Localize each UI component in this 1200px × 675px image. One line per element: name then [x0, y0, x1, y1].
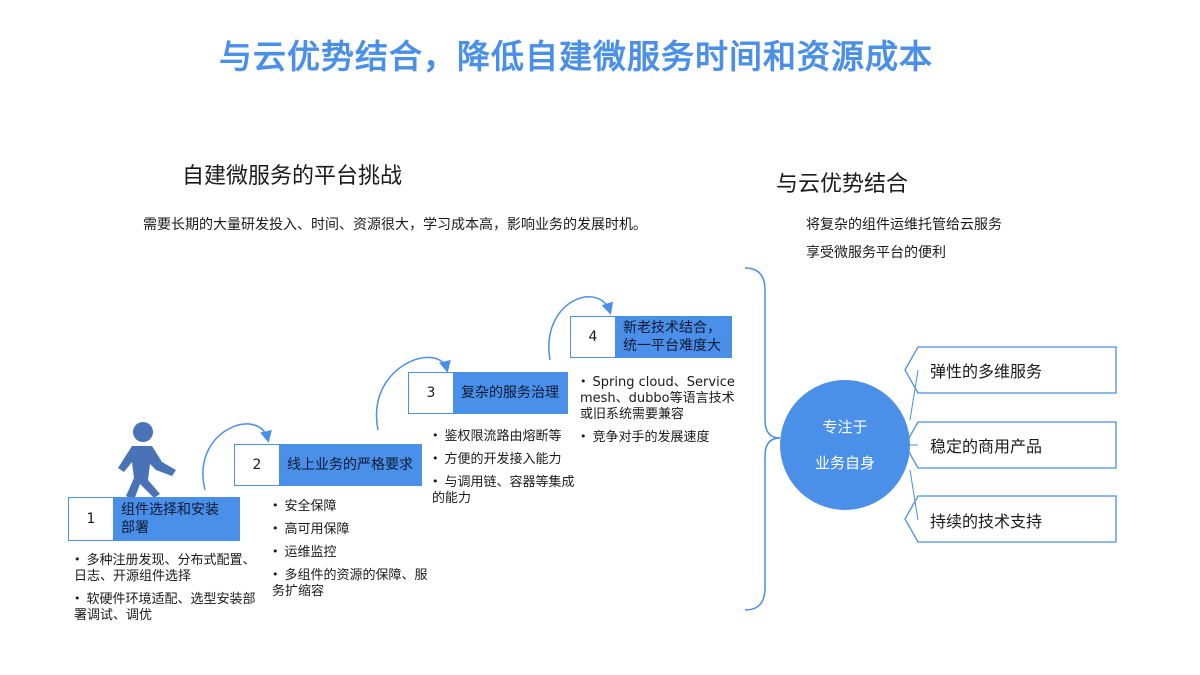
step-1: 1 组件选择和安装部署 — [68, 497, 240, 541]
focus-circle: 专注于 业务自身 — [780, 380, 910, 510]
tag-label-1: 弹性的多维服务 — [930, 362, 1043, 381]
bullet-item: 与调用链、容器等集成的能力 — [432, 474, 582, 507]
step-2: 2 线上业务的严格要求 — [234, 444, 422, 486]
step-arc-3 — [548, 296, 614, 361]
left-heading: 自建微服务的平台挑战 — [182, 164, 403, 189]
step-1-bullets: 多种注册发现、分布式配置、日志、开源组件选择 软硬件环境适配、选型安装部署调试、… — [74, 552, 264, 630]
step-label: 线上业务的严格要求 — [279, 445, 421, 485]
brace — [744, 267, 781, 611]
circle-line-1: 专注于 — [822, 418, 868, 436]
bullet-item: 运维监控 — [272, 544, 432, 561]
tag-outline-3 — [904, 495, 1117, 543]
step-label: 组件选择和安装部署 — [113, 498, 239, 540]
tag-label-2: 稳定的商用产品 — [930, 437, 1043, 456]
left-description: 需要长期的大量研发投入、时间、资源很大，学习成本高，影响业务的发展时机。 — [143, 217, 647, 233]
walking-person-icon — [118, 422, 176, 500]
step-number: 4 — [588, 329, 598, 345]
bullet-item: 鉴权限流路由熔断等 — [432, 428, 582, 445]
step-number: 2 — [252, 457, 262, 473]
tag-outline-1 — [904, 346, 1117, 394]
right-line-1: 将复杂的组件运维托管给云服务 — [806, 217, 1002, 233]
step-arc-2 — [375, 356, 451, 431]
step-number: 3 — [426, 385, 436, 401]
step-label: 复杂的服务治理 — [453, 373, 567, 413]
bullet-item: 多组件的资源的保障、服务扩缩容 — [272, 567, 432, 600]
step-3-bullets: 鉴权限流路由熔断等 方便的开发接入能力 与调用链、容器等集成的能力 — [432, 428, 582, 513]
step-arc-1 — [202, 423, 272, 491]
step-4-bullets: Spring cloud、Service mesh、dubbo等语言技术或旧系统… — [580, 374, 740, 452]
circle-line-2: 业务自身 — [814, 454, 875, 472]
bullet-item: Spring cloud、Service mesh、dubbo等语言技术或旧系统… — [580, 374, 740, 423]
right-line-2: 享受微服务平台的便利 — [806, 245, 946, 261]
bullet-item: 软硬件环境适配、选型安装部署调试、调优 — [74, 591, 264, 624]
tag-label-3: 持续的技术支持 — [930, 512, 1043, 531]
bullet-item: 方便的开发接入能力 — [432, 451, 582, 468]
step-label: 新老技术结合，统一平台难度大 — [615, 317, 731, 357]
bullet-item: 安全保障 — [272, 498, 432, 515]
step-2-bullets: 安全保障 高可用保障 运维监控 多组件的资源的保障、服务扩缩容 — [272, 498, 432, 606]
page-title: 与云优势结合，降低自建微服务时间和资源成本 — [219, 37, 933, 76]
bullet-item: 多种注册发现、分布式配置、日志、开源组件选择 — [74, 552, 264, 585]
step-4: 4 新老技术结合，统一平台难度大 — [570, 316, 732, 358]
bullet-item: 高可用保障 — [272, 521, 432, 538]
step-3: 3 复杂的服务治理 — [408, 372, 568, 414]
step-number: 1 — [86, 511, 96, 527]
bullet-item: 竞争对手的发展速度 — [580, 429, 740, 446]
right-heading: 与云优势结合 — [776, 172, 909, 197]
